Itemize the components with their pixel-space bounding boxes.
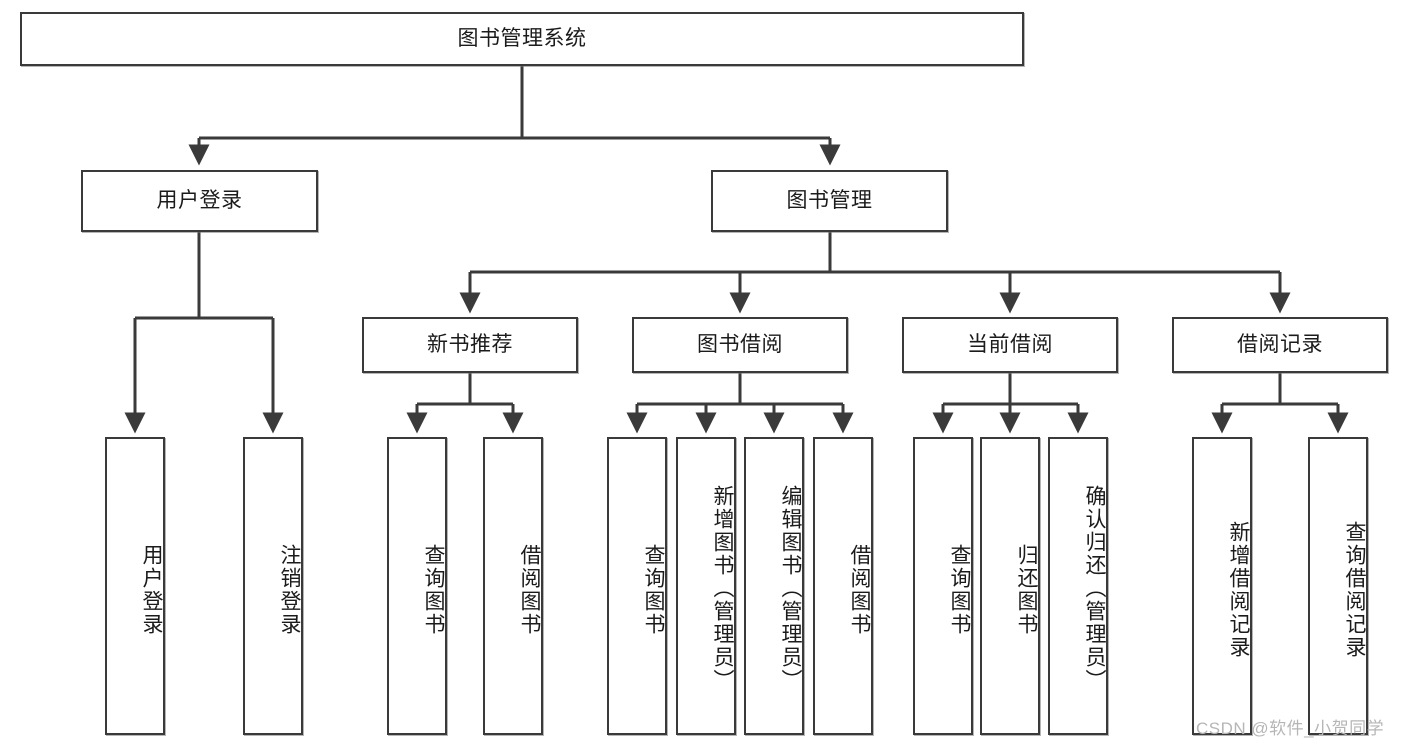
node-label: 借阅图书 (848, 544, 871, 636)
leaf-logout[interactable]: 注销登录 (243, 437, 303, 735)
node-label: 归还图书 (1015, 544, 1038, 636)
node-label: 注销登录 (278, 544, 301, 636)
node-label: 图书借阅 (697, 333, 783, 357)
node-user-login[interactable]: 用户登录 (81, 170, 318, 232)
node-new-book-recommend[interactable]: 新书推荐 (362, 317, 578, 373)
leaf-query-book-recommend[interactable]: 查询图书 (387, 437, 447, 735)
leaf-add-book[interactable]: 新增图书（管理员） (676, 437, 736, 735)
node-label: 确认归还（管理员） (1083, 484, 1106, 692)
leaf-user-login[interactable]: 用户登录 (105, 437, 165, 735)
leaf-borrow-book-recommend[interactable]: 借阅图书 (483, 437, 543, 735)
node-label: 查询图书 (948, 544, 971, 636)
node-current-borrow[interactable]: 当前借阅 (902, 317, 1118, 373)
node-label: 编辑图书（管理员） (779, 484, 802, 692)
node-label: 图书管理系统 (457, 27, 587, 51)
node-label: 查询图书 (422, 544, 445, 636)
node-label: 新书推荐 (427, 333, 513, 357)
leaf-query-borrow-record[interactable]: 查询借阅记录 (1308, 437, 1368, 735)
node-label: 用户登录 (140, 544, 163, 636)
leaf-edit-book[interactable]: 编辑图书（管理员） (744, 437, 804, 735)
node-label: 新增借阅记录 (1227, 521, 1250, 659)
node-root-system[interactable]: 图书管理系统 (20, 12, 1024, 66)
node-book-borrow[interactable]: 图书借阅 (632, 317, 848, 373)
node-label: 借阅图书 (518, 544, 541, 636)
node-label: 当前借阅 (967, 333, 1053, 357)
leaf-confirm-return[interactable]: 确认归还（管理员） (1048, 437, 1108, 735)
leaf-add-borrow-record[interactable]: 新增借阅记录 (1192, 437, 1252, 735)
node-label: 图书管理 (786, 189, 873, 213)
node-label: 借阅记录 (1237, 333, 1323, 357)
node-label: 查询借阅记录 (1343, 521, 1366, 659)
node-label: 查询图书 (642, 544, 665, 636)
leaf-query-book-current[interactable]: 查询图书 (913, 437, 973, 735)
leaf-return-book[interactable]: 归还图书 (980, 437, 1040, 735)
leaf-query-book-borrow[interactable]: 查询图书 (607, 437, 667, 735)
node-label: 新增图书（管理员） (711, 484, 734, 692)
node-label: 用户登录 (156, 189, 243, 213)
csdn-watermark: CSDN @软件_小贺同学 (1196, 719, 1385, 738)
leaf-borrow-book[interactable]: 借阅图书 (813, 437, 873, 735)
node-borrow-record[interactable]: 借阅记录 (1172, 317, 1388, 373)
node-book-management[interactable]: 图书管理 (711, 170, 948, 232)
